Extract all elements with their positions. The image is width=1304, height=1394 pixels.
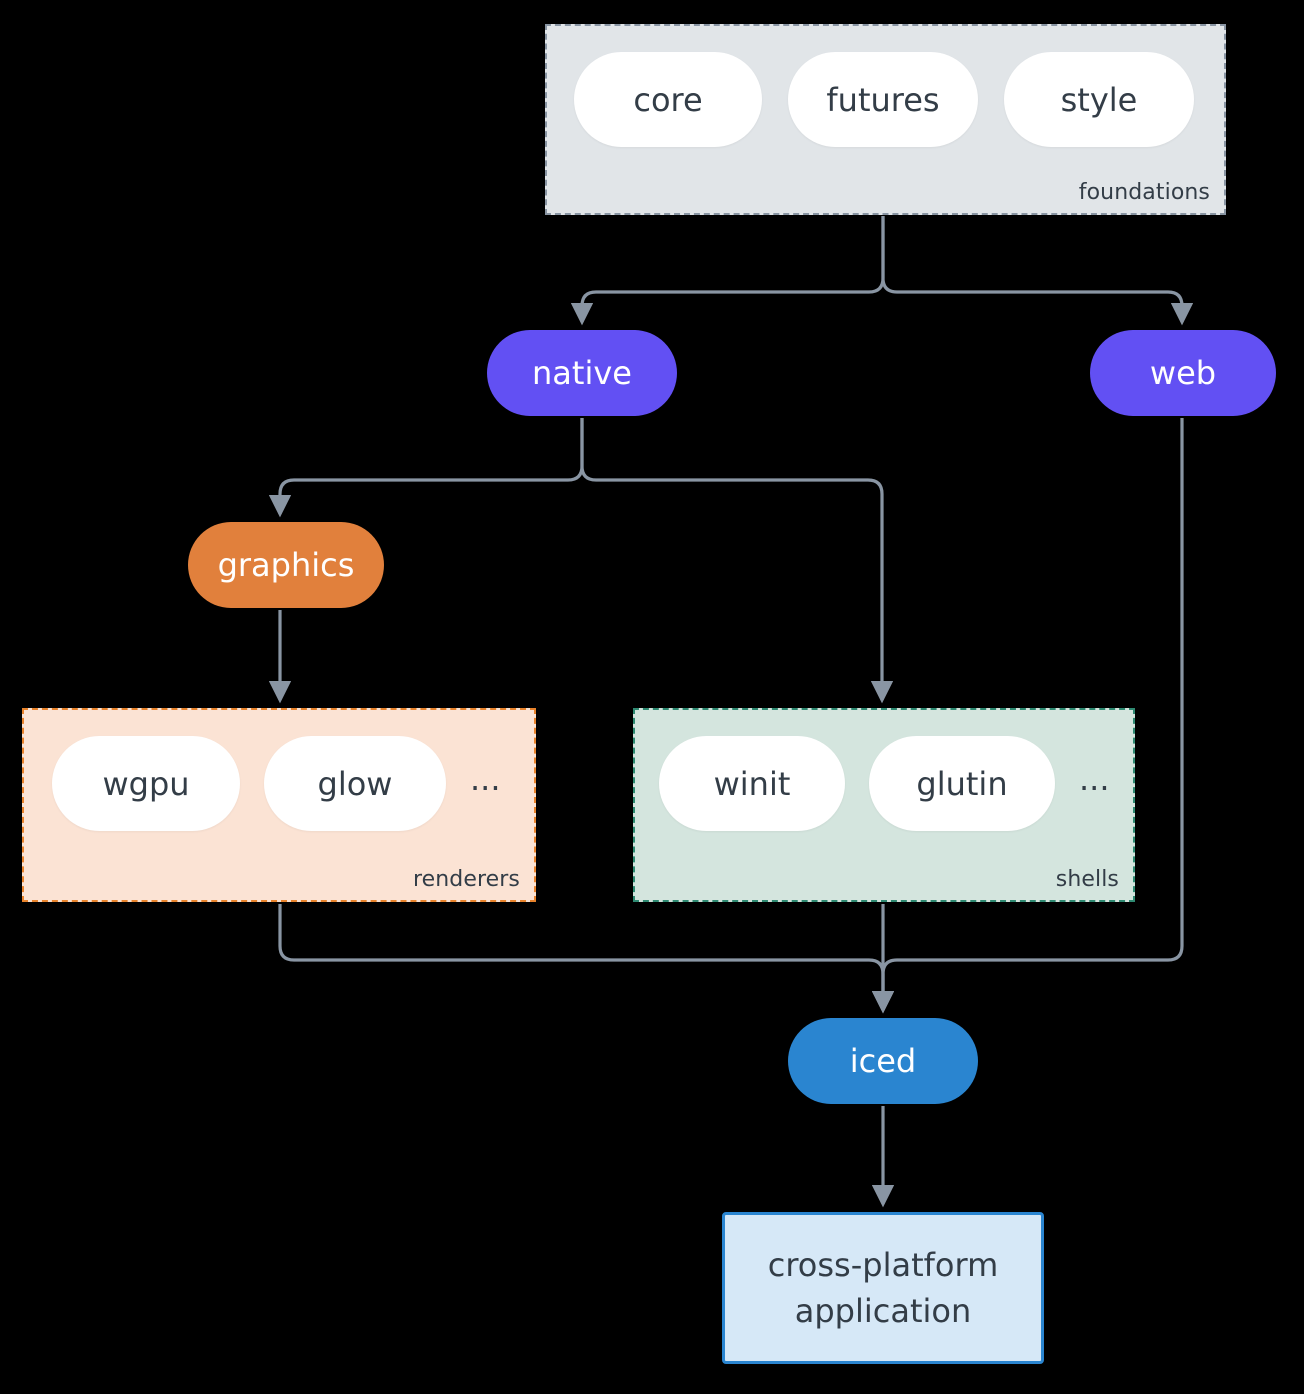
pill-glow-label: glow	[317, 764, 393, 803]
pill-glutin[interactable]: glutin	[869, 736, 1055, 831]
node-iced[interactable]: iced	[788, 1018, 978, 1104]
node-web[interactable]: web	[1090, 330, 1276, 416]
group-renderers: wgpu glow ... renderers	[22, 708, 536, 902]
pill-style[interactable]: style	[1004, 52, 1194, 147]
node-native-label: native	[532, 354, 632, 392]
edge-native-to-shells	[580, 418, 894, 704]
node-graphics[interactable]: graphics	[188, 522, 384, 608]
pill-core-label: core	[633, 80, 703, 119]
shells-more-ellipsis: ...	[1079, 759, 1110, 798]
group-label-shells: shells	[1055, 867, 1119, 892]
node-native[interactable]: native	[487, 330, 677, 416]
group-label-foundations: foundations	[1078, 180, 1210, 205]
edge-foundations-to-native	[570, 216, 885, 326]
pill-style-label: style	[1060, 80, 1138, 119]
pill-futures[interactable]: futures	[788, 52, 978, 147]
pill-winit-label: winit	[713, 764, 791, 803]
renderers-more-ellipsis: ...	[470, 759, 501, 798]
node-cross-platform-application[interactable]: cross-platform application	[722, 1212, 1044, 1364]
edge-renderers-to-iced	[278, 904, 895, 1014]
pill-futures-label: futures	[826, 80, 940, 119]
node-web-label: web	[1149, 354, 1217, 392]
pill-wgpu-label: wgpu	[102, 764, 190, 803]
application-line-2: application	[794, 1292, 972, 1330]
pill-glow[interactable]: glow	[264, 736, 446, 831]
edge-foundations-to-web	[881, 216, 1194, 326]
pill-glutin-label: glutin	[916, 764, 1008, 803]
group-foundations: core futures style foundations	[545, 24, 1226, 215]
application-line-1: cross-platform	[767, 1245, 999, 1284]
pill-winit[interactable]: winit	[659, 736, 845, 831]
edge-web-to-iced	[871, 418, 1184, 1014]
group-label-renderers: renderers	[412, 867, 520, 892]
pill-core[interactable]: core	[574, 52, 762, 147]
edge-native-to-graphics	[268, 418, 584, 518]
node-graphics-label: graphics	[217, 546, 355, 584]
node-iced-label: iced	[849, 1042, 917, 1080]
pill-wgpu[interactable]: wgpu	[52, 736, 240, 831]
group-shells: winit glutin ... shells	[633, 708, 1135, 902]
